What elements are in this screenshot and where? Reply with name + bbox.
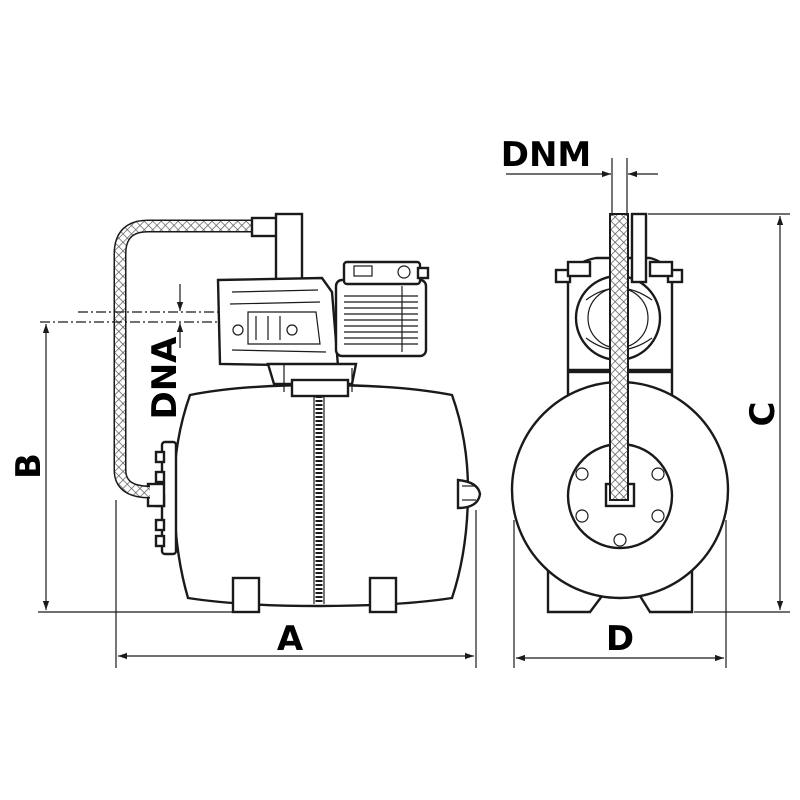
c-dimension (648, 213, 790, 613)
side-braided-pipe (609, 212, 648, 501)
front-pressure-tank (172, 383, 482, 614)
b-dimension (38, 324, 236, 613)
dnm-label: DNM (501, 135, 592, 175)
dna-dimension (40, 284, 220, 348)
side-view: DNM C D (501, 135, 790, 668)
front-flange (146, 440, 178, 556)
a-label: A (277, 619, 304, 659)
dnm-dimension (506, 158, 658, 216)
dna-label: DNA (145, 336, 185, 420)
front-pump (216, 212, 430, 398)
front-braided-hose (113, 216, 280, 499)
a-dimension (115, 500, 477, 668)
b-label: B (9, 453, 49, 479)
d-dimension (513, 520, 727, 668)
c-label: C (743, 402, 783, 427)
front-view: DNA B A (9, 212, 482, 668)
d-label: D (606, 619, 634, 659)
